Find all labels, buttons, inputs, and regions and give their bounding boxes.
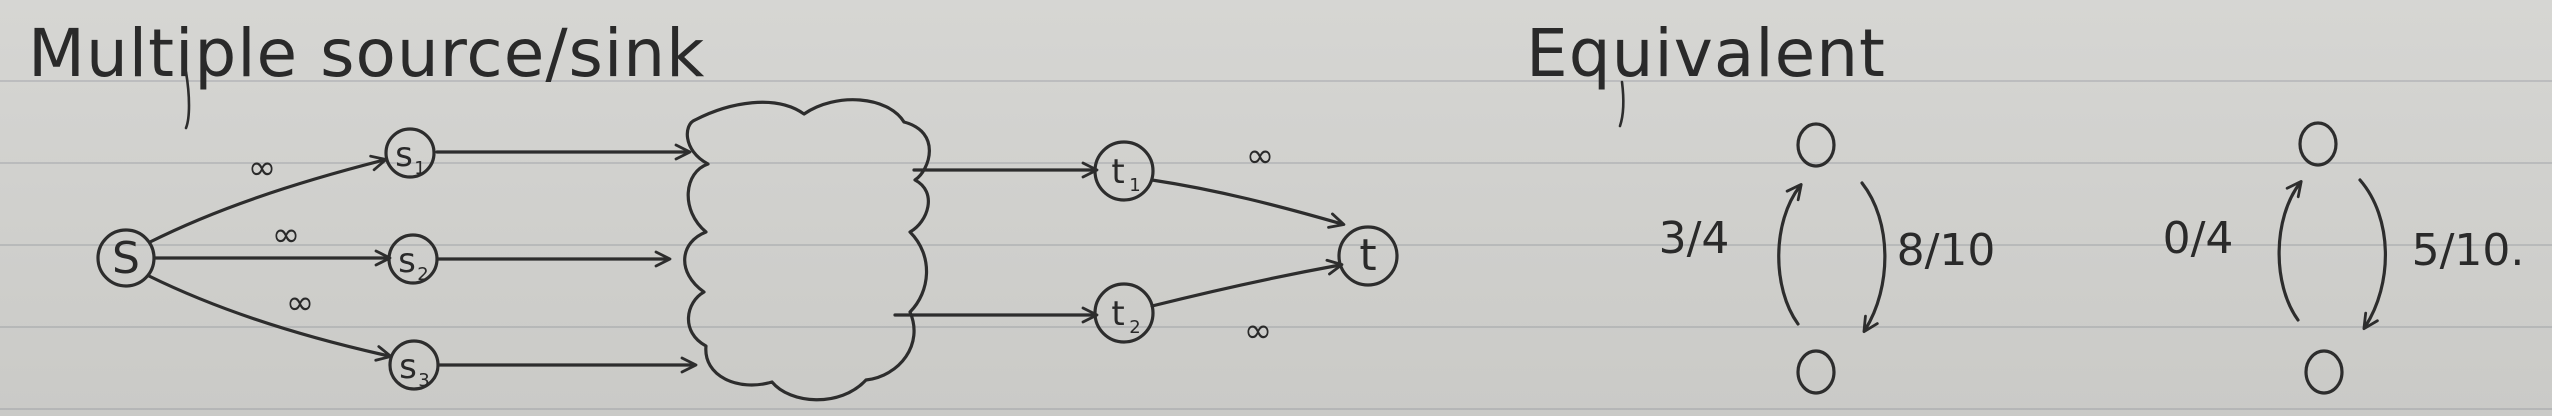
capacity-t1-to-t: ∞ [1246, 136, 1274, 176]
source-node-s1-subscript: 1 [414, 158, 425, 179]
equivalent-left-back-edge [1777, 183, 1803, 326]
equivalent-left-forward-edge [1860, 181, 1887, 334]
equivalent-right-back-edge [2277, 180, 2303, 322]
equivalent-left-bottom-node [1796, 349, 1836, 395]
equivalent-title-hook-stroke [1618, 80, 1625, 128]
edge-t2-to-t [1150, 258, 1344, 308]
sink-node-t2-label: t [1111, 294, 1124, 334]
equivalent-left-forward-label: 8/10 [1897, 225, 1996, 276]
sink-node-t1-label: t [1111, 152, 1124, 192]
source-node-s2-subscript: 2 [417, 264, 428, 285]
source-node-label: S [112, 233, 140, 284]
equivalent-right-bottom-node [2304, 349, 2344, 395]
source-node-s3-subscript: 3 [418, 370, 429, 391]
multiple-source-sink-title: Multiple source/sink [28, 15, 705, 92]
capacity-s-to-s3: ∞ [286, 283, 314, 323]
edge-s-to-s1 [148, 154, 388, 244]
sink-node-t2-subscript: 2 [1129, 317, 1140, 338]
sink-node-circle [1337, 225, 1399, 287]
source-node-s3-label: s [399, 347, 417, 387]
equivalent-right-back-label: 0/4 [2163, 213, 2234, 264]
edge-t1-to-t [1150, 178, 1346, 229]
source-node-s1-circle [384, 127, 436, 179]
equivalent-right-top-node [2298, 121, 2338, 167]
capacity-s-to-s1: ∞ [248, 148, 276, 188]
equivalent-right-forward-edge [2358, 178, 2387, 331]
equivalent-title: Equivalent [1526, 15, 1886, 92]
sink-node-t1-subscript: 1 [1129, 175, 1140, 196]
equivalent-left-back-label: 3/4 [1659, 213, 1730, 264]
capacity-t2-to-t: ∞ [1244, 311, 1272, 351]
equivalent-right-forward-label: 5/10. [2412, 225, 2525, 276]
network-cloud [683, 98, 931, 402]
equivalent-left-top-node [1796, 122, 1836, 168]
capacity-s-to-s2: ∞ [272, 215, 300, 255]
edge-s-to-s3 [147, 274, 393, 362]
sink-node-label: t [1359, 230, 1376, 281]
title-hook-stroke [184, 70, 191, 130]
source-node-s1-label: s [395, 135, 413, 175]
source-node-s2-label: s [398, 241, 416, 281]
